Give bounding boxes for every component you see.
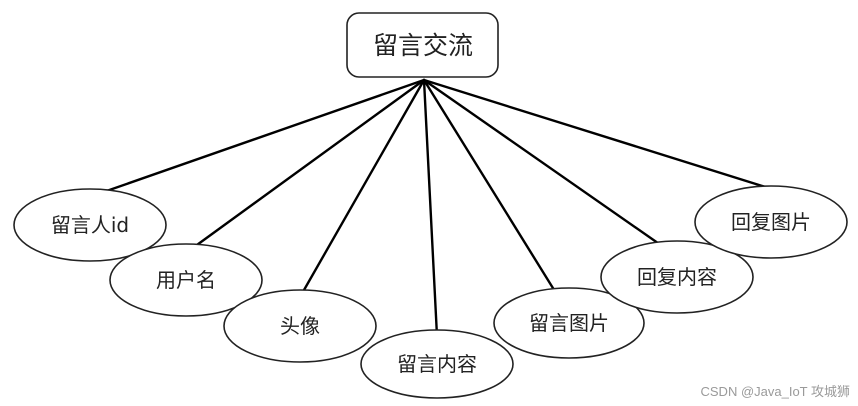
attribute-ellipse [493,287,645,359]
connectors [93,78,777,338]
attribute-ellipse [109,243,263,317]
attribute-node: 用户名 [109,243,263,317]
attribute-label: 留言图片 [529,311,609,335]
attribute-ellipse [360,329,514,399]
attribute-node: 回复内容 [600,240,754,314]
connector-3 [298,78,426,299]
attribute-node: 回复图片 [694,185,848,259]
connector-6 [422,78,667,250]
entity-node: 留言交流 [346,12,499,78]
attribute-label: 头像 [280,314,320,338]
attribute-ellipse [13,188,167,262]
attribute-node: 留言图片 [493,287,645,359]
attribute-label: 留言人id [51,213,129,237]
attribute-ellipse [694,185,848,259]
entity-box [346,12,499,78]
connector-2 [188,78,426,252]
attribute-label: 回复内容 [637,265,717,289]
attribute-node: 头像 [223,289,377,363]
attribute-node: 留言人id [13,188,167,262]
attribute-ellipse [600,240,754,314]
watermark: CSDN @Java_IoT 攻城狮 [700,384,851,399]
connector-1 [93,78,426,197]
attribute-label: 留言内容 [397,352,477,376]
attribute-ellipse [223,289,377,363]
entity-label: 留言交流 [373,31,473,60]
connector-5 [422,78,558,295]
connector-4 [422,78,439,338]
attribute-label: 用户名 [156,268,216,292]
connector-7 [422,78,777,192]
attribute-label: 回复图片 [731,210,811,234]
attribute-node: 留言内容 [360,329,514,399]
